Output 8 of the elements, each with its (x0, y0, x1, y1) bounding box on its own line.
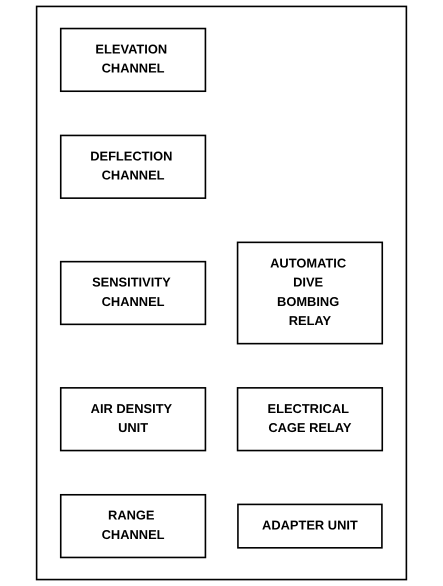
node-box (236, 242, 384, 344)
node-box (60, 387, 206, 452)
node-box (237, 504, 383, 549)
node-box (236, 387, 384, 452)
node-box (60, 494, 206, 558)
node-box (60, 260, 206, 326)
node-box (60, 28, 206, 92)
node-box (60, 134, 206, 199)
